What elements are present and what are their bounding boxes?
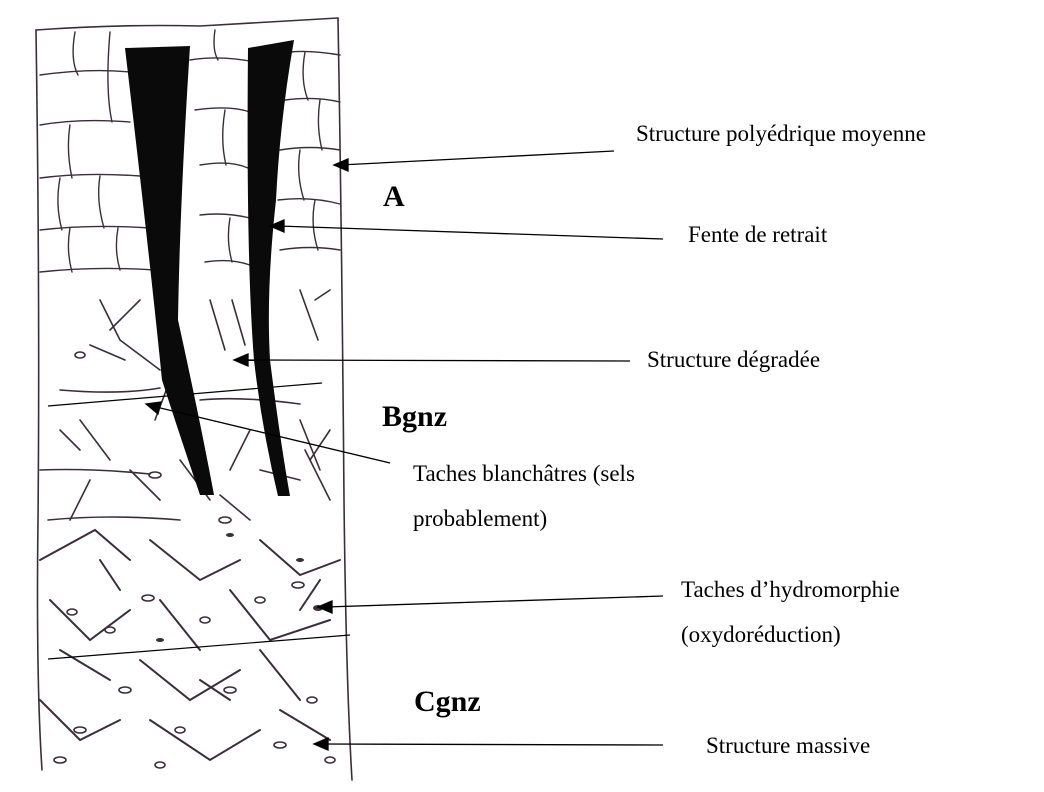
label-structure-massive: Structure massive — [706, 731, 870, 761]
arrow-taches-hydromorphie — [326, 596, 663, 607]
horizon-label-cgnz: Cgnz — [414, 685, 481, 719]
shrinkage-crack-right — [248, 40, 294, 496]
label-taches-blanchatres-line2: probablement) — [413, 504, 547, 534]
horizon-label-a: A — [383, 180, 405, 214]
label-taches-hydromorphie-line1: Taches d’hydromorphie — [681, 575, 900, 605]
annotation-arrows — [146, 151, 663, 750]
label-structure-polyedrique: Structure polyédrique moyenne — [636, 119, 926, 149]
label-taches-hydromorphie-line2: (oxydoréduction) — [681, 620, 841, 650]
label-taches-blanchatres-line1: Taches blanchâtres (sels — [413, 459, 635, 489]
horizon-label-bgnz: Bgnz — [382, 400, 447, 434]
shrinkage-crack-left — [125, 46, 214, 495]
label-structure-degradee: Structure dégradée — [647, 345, 820, 375]
arrow-structure-polyedrique — [340, 151, 614, 165]
arrow-structure-massive — [322, 744, 663, 745]
massive-structure-lines — [40, 530, 340, 760]
arrow-structure-degradee — [242, 360, 630, 361]
label-fente-de-retrait: Fente de retrait — [688, 220, 827, 250]
polyhedral-structure-lines — [40, 30, 340, 272]
arrow-fente-de-retrait — [278, 226, 663, 239]
